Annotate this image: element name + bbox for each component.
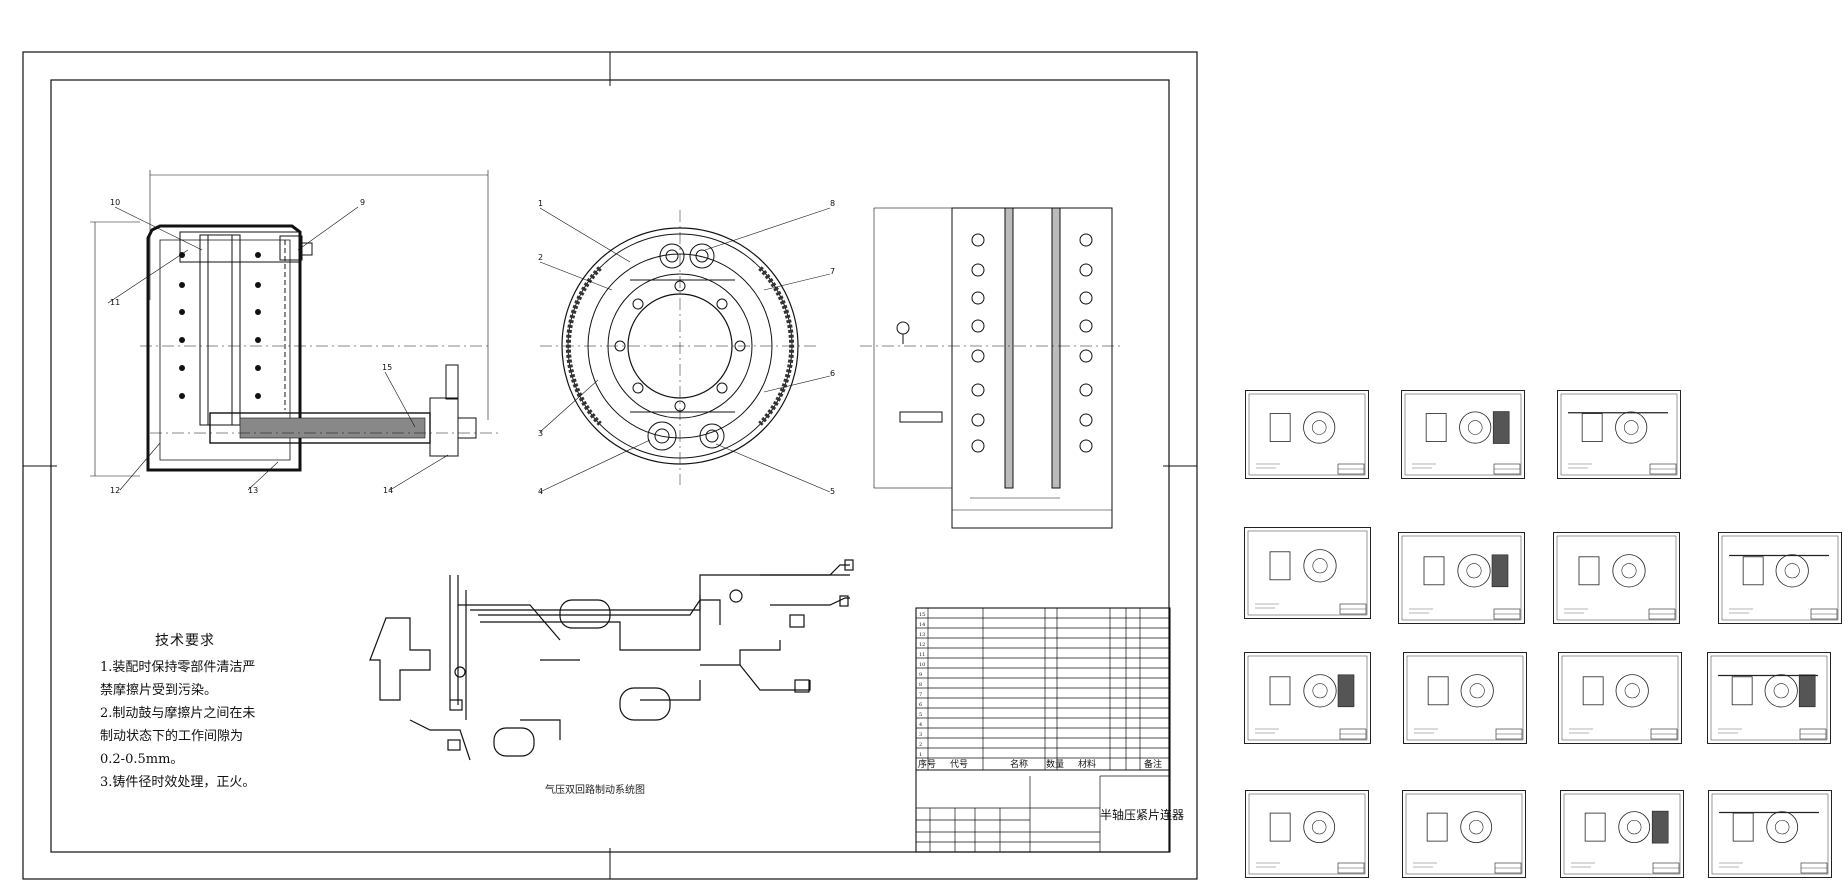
drawing-thumbnail[interactable] xyxy=(1553,532,1680,624)
callout-13: 13 xyxy=(248,486,258,495)
drawing-thumbnail[interactable] xyxy=(1245,390,1369,479)
svg-text:15: 15 xyxy=(919,612,925,618)
svg-text:11: 11 xyxy=(919,652,925,658)
drawing-thumbnail[interactable] xyxy=(1401,390,1525,479)
drawing-thumbnail[interactable] xyxy=(1708,790,1832,878)
bom-header-code: 代号 xyxy=(950,760,969,770)
svg-text:14: 14 xyxy=(919,622,925,628)
drawing-thumbnail[interactable] xyxy=(1402,790,1526,878)
front-callouts: 1 2 3 4 8 7 6 5 xyxy=(538,199,835,496)
svg-text:1: 1 xyxy=(919,752,922,758)
drawing-thumbnail[interactable] xyxy=(1707,652,1831,744)
svg-text:9: 9 xyxy=(919,672,922,678)
technical-requirements: 技术要求 1.装配时保持零部件清洁严 禁摩擦片受到污染。 2.制动鼓与摩擦片之间… xyxy=(100,630,270,794)
tech-req-title: 技术要求 xyxy=(155,633,215,649)
front-view-brake xyxy=(539,207,831,493)
bill-of-materials xyxy=(915,607,1171,853)
tech-req-line: 3.铸件径时效处理，正火。 xyxy=(100,775,256,790)
callout-12: 12 xyxy=(110,486,120,495)
drawing-thumbnail[interactable] xyxy=(1557,390,1681,479)
drawing-thumbnail[interactable] xyxy=(1245,790,1369,878)
svg-text:4: 4 xyxy=(919,722,922,728)
tech-req-line: 1.装配时保持零部件清洁严 xyxy=(100,660,256,675)
callout-1: 1 xyxy=(538,199,543,208)
drawing-thumbnail[interactable] xyxy=(1560,790,1684,878)
tech-req-line: 0.2-0.5mm。 xyxy=(100,752,184,767)
callout-6: 6 xyxy=(830,369,835,378)
callout-4: 4 xyxy=(538,487,543,496)
section-callouts: 10 9 11 15 12 13 14 xyxy=(110,198,393,495)
bom-row-numbers: 15 14 13 12 11 10 9 8 7 6 5 4 3 2 1 xyxy=(919,612,925,758)
callout-11: 11 xyxy=(110,298,120,307)
drawing-thumbnail[interactable] xyxy=(1558,652,1682,744)
bom-header-qty: 数量 xyxy=(1046,760,1065,770)
bom-header-note: 备注 xyxy=(1144,760,1163,770)
shoe-plate-view xyxy=(860,207,1120,529)
tech-req-line: 制动状态下的工作间隙为 xyxy=(100,729,244,744)
drawing-thumbnail[interactable] xyxy=(1244,652,1371,744)
svg-text:10: 10 xyxy=(919,662,925,668)
svg-text:2: 2 xyxy=(919,742,922,748)
bom-header-name: 名称 xyxy=(1010,760,1029,770)
svg-text:6: 6 xyxy=(919,702,922,708)
callout-15: 15 xyxy=(382,363,392,372)
callout-3: 3 xyxy=(538,429,543,438)
callout-9: 9 xyxy=(360,198,365,207)
svg-text:13: 13 xyxy=(919,632,925,638)
drawing-thumbnail[interactable] xyxy=(1244,527,1371,619)
drawing-title: 半轴压紧片连器 xyxy=(1100,808,1185,822)
svg-text:5: 5 xyxy=(919,712,922,718)
system-diagram-caption: 气压双回路制动系统图 xyxy=(545,785,645,796)
callout-10: 10 xyxy=(110,198,120,207)
drawing-thumbnail[interactable] xyxy=(1718,532,1842,624)
drawing-thumbnail[interactable] xyxy=(1398,532,1525,624)
callout-8: 8 xyxy=(830,199,835,208)
bom-header-seq: 序号 xyxy=(918,760,937,770)
svg-text:8: 8 xyxy=(919,682,922,688)
section-view-drum xyxy=(90,170,500,491)
drawing-thumbnail[interactable] xyxy=(1403,652,1527,744)
tech-req-line: 2.制动鼓与摩擦片之间在未 xyxy=(100,706,256,721)
callout-7: 7 xyxy=(830,267,835,276)
callout-2: 2 xyxy=(538,253,543,262)
callout-5: 5 xyxy=(830,487,835,496)
svg-text:7: 7 xyxy=(919,692,922,698)
air-brake-system-diagram xyxy=(369,559,854,761)
svg-text:12: 12 xyxy=(919,642,925,648)
callout-14: 14 xyxy=(383,486,393,495)
bom-header-material: 材料 xyxy=(1078,760,1097,770)
tech-req-line: 禁摩擦片受到污染。 xyxy=(100,683,218,698)
svg-text:3: 3 xyxy=(919,732,922,738)
